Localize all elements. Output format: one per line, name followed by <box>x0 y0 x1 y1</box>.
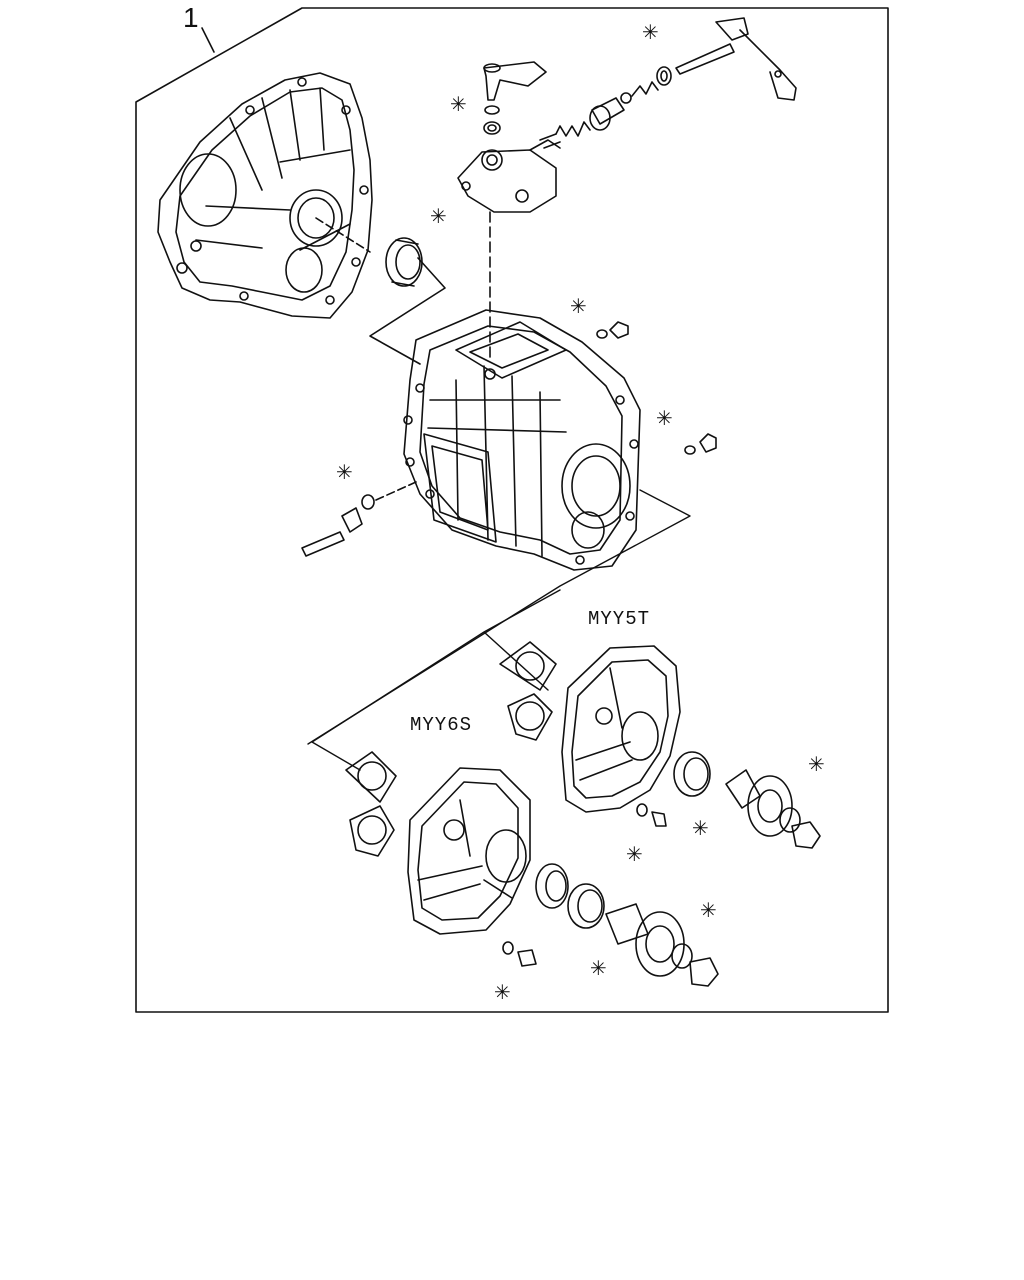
kit-marker-icon: ✳ <box>590 956 607 980</box>
right-bolt-washer <box>684 433 717 455</box>
kit-marker-icon: ✳ <box>656 406 673 430</box>
kit-marker-icon: ✳ <box>700 898 717 922</box>
callout-number: 1 <box>183 2 199 33</box>
callout-leader <box>201 27 215 53</box>
flange-myy6s <box>605 903 719 987</box>
variant-bracket <box>311 589 561 771</box>
oil-seal-front <box>369 237 446 365</box>
variant-label-myy6s: MYY6S <box>410 714 473 736</box>
transmission-case <box>307 309 691 745</box>
kit-marker-icon: ✳ <box>692 816 709 840</box>
shift-shaft-assembly <box>539 17 797 149</box>
left-bolt-washer <box>301 481 417 557</box>
kit-marker-icon: ✳ <box>450 92 467 116</box>
kit-marker-icon: ✳ <box>494 980 511 1004</box>
kit-marker-icon: ✳ <box>808 752 825 776</box>
clutch-housing <box>157 72 373 319</box>
extension-housing-myy6s <box>345 751 531 935</box>
assembly-frame <box>135 7 889 1013</box>
kit-marker-icon: ✳ <box>430 204 447 228</box>
bolt-myy6s <box>502 941 537 967</box>
shift-lever <box>483 61 547 135</box>
flange-myy5t <box>725 769 821 849</box>
kit-marker-icon: ✳ <box>336 460 353 484</box>
seals-myy6s <box>535 863 605 929</box>
bolt-myy5t <box>636 803 667 827</box>
kit-marker-icon: ✳ <box>626 842 643 866</box>
extension-housing-myy5t <box>499 641 711 813</box>
kit-marker-icon: ✳ <box>642 20 659 44</box>
kit-marker-icon: ✳ <box>570 294 587 318</box>
top-bolt-washer <box>596 321 629 339</box>
variant-label-myy5t: MYY5T <box>588 608 651 630</box>
